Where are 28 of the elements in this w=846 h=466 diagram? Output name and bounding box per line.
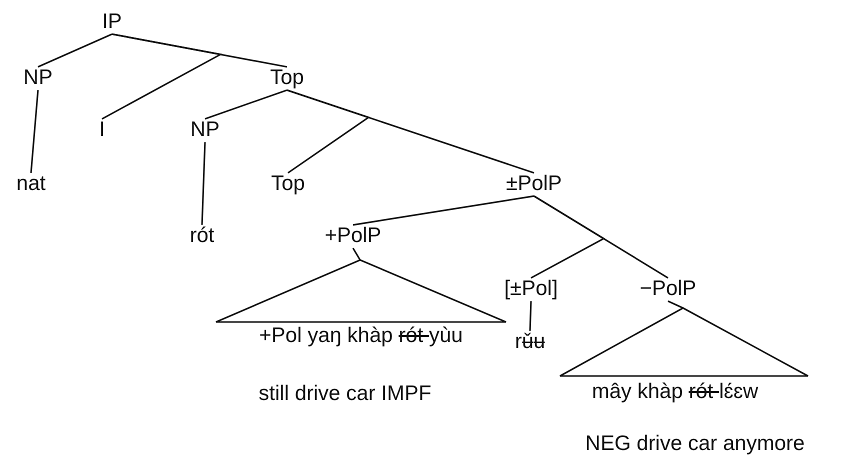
branch-line — [352, 248, 361, 260]
node-label: +PolP — [324, 224, 382, 248]
node-label: I — [99, 118, 105, 142]
node-label: rót — [190, 224, 214, 248]
branch-line — [30, 90, 39, 173]
node-label: Top — [270, 66, 304, 90]
branch-line — [112, 33, 288, 68]
node-label: [±Pol] — [504, 276, 558, 302]
phrase-text: mây khàp rót lɛ́ɛw — [592, 380, 758, 404]
node-label: ±PolP — [506, 172, 562, 196]
node-label: IP — [102, 10, 122, 34]
branch-line — [534, 195, 668, 279]
node-label: rʉ̌ʉ — [514, 330, 546, 354]
node-label: Top — [271, 172, 305, 196]
gloss-text: still drive car IMPF — [258, 382, 432, 406]
node-label: −PolP — [640, 276, 696, 302]
branch-line — [529, 301, 532, 331]
branch-line — [668, 300, 684, 309]
node-label: NP — [190, 118, 220, 142]
phrase-text: +Pol yaŋ khàp rót yùu — [259, 324, 463, 348]
branch-line — [201, 142, 206, 225]
node-label: NP — [23, 66, 53, 90]
branch-line — [286, 89, 534, 174]
branch-line — [38, 33, 112, 68]
branch-line — [352, 195, 534, 226]
branch-line — [204, 89, 288, 120]
node-label: nat — [16, 172, 46, 196]
gloss-text: NEG drive car anymore — [585, 432, 805, 456]
